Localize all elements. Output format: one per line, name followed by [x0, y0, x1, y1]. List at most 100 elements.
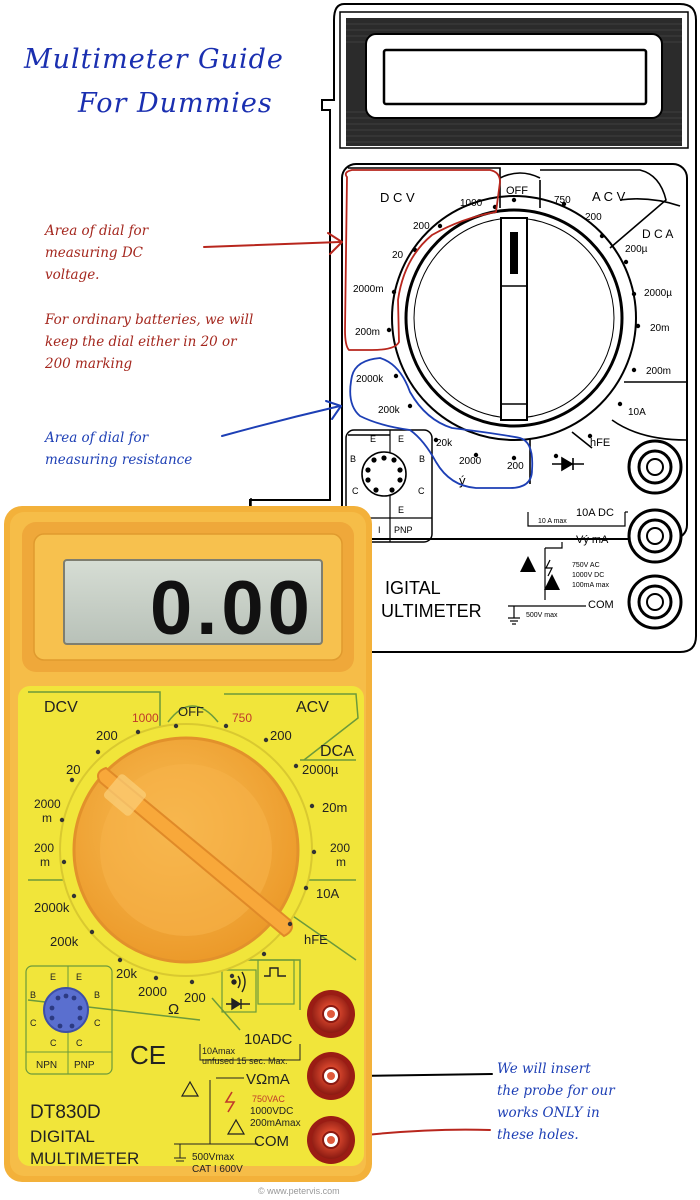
svg-text:CAT I 600V: CAT I 600V [192, 1164, 243, 1175]
svg-text:200mAmax: 200mAmax [250, 1118, 301, 1129]
warning-triangle-icon [520, 556, 536, 572]
svg-text:B: B [419, 454, 425, 464]
svg-text:10 A max: 10 A max [538, 518, 567, 525]
square-wave-icon [264, 967, 286, 977]
svg-text:E: E [76, 972, 82, 982]
svg-text:20m: 20m [322, 800, 347, 815]
svg-text:2000µ: 2000µ [302, 762, 339, 777]
note-probe-holes: We will insert the probe for our works O… [497, 1061, 615, 1143]
line-art-jack-com[interactable] [627, 574, 683, 630]
note-dcv-area: Area of dial for measuring DC voltage. [45, 223, 149, 283]
svg-text:C: C [50, 1038, 57, 1048]
meter-jack-label-com: COM [254, 1133, 289, 1150]
line-art-mark: 200m [355, 327, 380, 338]
svg-text:200: 200 [270, 728, 292, 743]
line-art-ohm-symbol: ý [459, 473, 466, 488]
page-title-line2: For Dummies [78, 88, 273, 119]
line-art-jack-10a[interactable] [627, 439, 683, 495]
meter-label-dcv: DCV [44, 699, 78, 716]
page-title-line1: Multimeter Guide [24, 44, 284, 75]
note-battery-tip: For ordinary batteries, we will keep the… [45, 312, 254, 372]
line-art-mark: 200µ [625, 244, 648, 255]
meter-mark-dca-200m-line: m [336, 855, 346, 869]
line-art-mark: 20k [436, 438, 453, 449]
line-art-mark: 2000 [459, 456, 482, 467]
lcd-reading: 0.00 [150, 566, 314, 651]
ce-mark: CE [130, 1040, 166, 1070]
meter-label-off: OFF [178, 704, 204, 719]
meter-diode-icon [226, 997, 250, 1011]
line-art-jack-vomma[interactable] [627, 508, 683, 564]
svg-text:20: 20 [66, 762, 80, 777]
meter-brand-line2: MULTIMETER [30, 1149, 139, 1168]
svg-text:500Vmax: 500Vmax [192, 1152, 234, 1163]
meter-lightning-icon [224, 1091, 236, 1113]
svg-text:1000: 1000 [132, 711, 159, 725]
dcv-arrow [203, 241, 341, 248]
line-art-jack-label-10a: 10A DC [576, 507, 614, 519]
continuity-icon [231, 971, 246, 993]
meter-transistor-socket: E B C E B C C C NPN PNP [25, 965, 113, 1075]
line-art-mark: 20 [392, 250, 404, 261]
svg-text:C: C [418, 486, 425, 496]
meter-label-hfe: hFE [304, 932, 328, 947]
note-resistance-area: Area of dial for measuring resistance [45, 430, 193, 468]
meter-brand-line1: DIGITAL [30, 1127, 95, 1146]
meter-mark-2000m-line: m [42, 811, 52, 825]
svg-text:I: I [378, 525, 381, 535]
svg-text:2000k: 2000k [34, 900, 70, 915]
meter-label-acv: ACV [296, 699, 329, 716]
svg-text:C: C [94, 1018, 101, 1028]
line-art-label-hfe: hFE [590, 437, 610, 449]
meter-jack-vomma[interactable] [307, 1052, 355, 1100]
meter-warning-triangle-icon [226, 1118, 246, 1135]
meter-jack-10adc[interactable] [307, 990, 355, 1038]
line-art-mark: 200m [646, 366, 671, 377]
svg-text:1000VDC: 1000VDC [250, 1106, 293, 1117]
line-art-mark: 2000m [353, 284, 384, 295]
svg-text:E: E [398, 505, 404, 515]
meter-mark-200m-line: 200 [34, 841, 54, 855]
svg-text:750V AC: 750V AC [572, 562, 600, 569]
svg-text:PNP: PNP [394, 525, 413, 535]
svg-text:E: E [370, 434, 376, 444]
svg-text:750: 750 [232, 711, 252, 725]
probe-arrow-red [355, 1128, 491, 1137]
svg-text:10Amax: 10Amax [202, 1046, 236, 1056]
image-credit: © www.petervis.com [258, 1186, 340, 1196]
svg-text:B: B [94, 990, 100, 1000]
svg-text:200k: 200k [50, 934, 79, 949]
line-art-mark: 200 [413, 221, 430, 232]
svg-text:200: 200 [96, 728, 118, 743]
line-art-mark: 200 [507, 461, 524, 472]
svg-text:20k: 20k [116, 966, 137, 981]
meter-mark-dca-200m-line: 200 [330, 841, 350, 855]
meter-mark-200m-line: m [40, 855, 50, 869]
svg-text:750VAC: 750VAC [252, 1094, 285, 1104]
line-art-brand-line1: IGITAL [385, 578, 441, 598]
probe-arrow-black [353, 1073, 493, 1077]
meter-jack-com[interactable] [307, 1116, 355, 1164]
line-art-label-dca: D C A [642, 227, 673, 241]
dial-pointer[interactable] [97, 766, 293, 938]
svg-text:C: C [352, 486, 359, 496]
svg-text:E: E [398, 434, 404, 444]
svg-text:2000: 2000 [138, 984, 167, 999]
line-art-mark: 200k [378, 405, 401, 416]
line-art-label-acv: A C V [592, 189, 626, 204]
svg-text:500V max: 500V max [526, 612, 558, 619]
line-art-mark: 10A [628, 407, 646, 418]
line-art-jack-label-com: COM [588, 599, 614, 611]
meter-warning-triangle-icon [180, 1080, 200, 1097]
lightning-icon [545, 559, 553, 577]
svg-text:B: B [350, 454, 356, 464]
line-art-transistor-socket: E B C E B C E I PNP [345, 429, 433, 543]
meter-model: DT830D [30, 1102, 101, 1123]
dcv-highlight-outline [344, 169, 501, 351]
meter-mark-2000m-line: 2000 [34, 797, 61, 811]
warning-triangle-icon [544, 574, 560, 590]
svg-text:100mA max: 100mA max [572, 582, 609, 589]
